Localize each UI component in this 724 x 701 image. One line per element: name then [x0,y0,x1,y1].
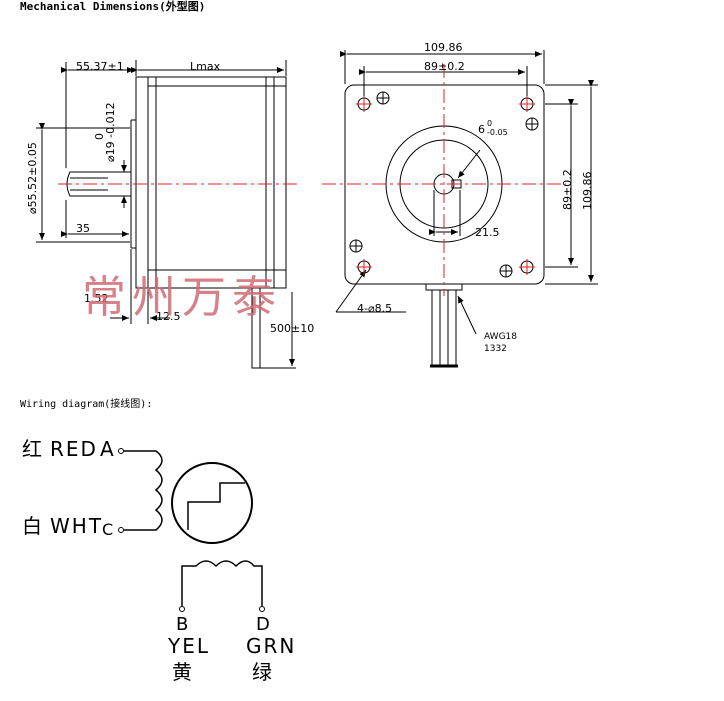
dim-mount-holes: 4-⌀8.5 [357,302,393,315]
wire-a-cn: 红 [22,437,44,461]
wire-a-letter: A [100,437,116,461]
dim-shaft-dia: ⌀19 -0.012 [104,102,117,162]
watermark: 常州万泰 [82,272,282,323]
wiring-title: Wiring diagram(接线图): [20,399,153,410]
dim-pilot-depth: 12.5 [156,310,181,323]
side-view [36,60,296,369]
terminal-b [179,606,185,612]
dim-body-length: Lmax [190,60,221,73]
wire-b-letter: B [176,614,189,635]
dim-key-tol-lower: -0.05 [487,128,508,137]
wire-spec: 1332 [484,344,507,354]
wire-b-color: YEL [168,634,210,658]
dim-front-length: 55.37±1 [76,60,124,73]
terminal-a [118,448,124,454]
terminal-c [118,527,124,533]
dim-flange-dia: ⌀55.52±0.05 [26,142,39,214]
wire-gauge: AWG18 [484,332,517,342]
wire-b-cn: 黄 [172,660,194,684]
wire-a-color: RED [50,437,98,461]
motor-body [135,76,287,289]
dim-shaft-flat: 21.5 [475,226,500,239]
wire-c-color: WHT [50,514,104,538]
dim-hole-spacing: 89±0.2 [424,60,465,73]
wire-d-cn: 绿 [252,660,274,684]
rotor-symbol [171,462,253,544]
wiring-diagram [118,448,265,612]
dim-key-length: 35 [76,222,90,235]
wire-c-cn: 白 [22,514,44,538]
wire-d-letter: D [256,614,270,635]
front-view [335,50,598,368]
dim-lead-length: 500±10 [270,322,315,335]
wire-c-letter: C [102,520,114,539]
dim-key-tol-upper: 0 [487,119,493,128]
dim-flange-thick: 1.52 [84,292,109,305]
dim-shaft-tol: 0 [93,133,106,140]
dim-hole-spacing-v: 89±0.2 [561,169,574,210]
terminal-d [259,606,265,612]
dim-square-outer-v: 109.86 [581,171,594,211]
dim-key-width: 6 [478,123,485,136]
dim-square-outer: 109.86 [424,41,463,54]
wire-d-color: GRN [246,634,297,658]
page-title: Mechanical Dimensions(外型图) [20,0,206,13]
